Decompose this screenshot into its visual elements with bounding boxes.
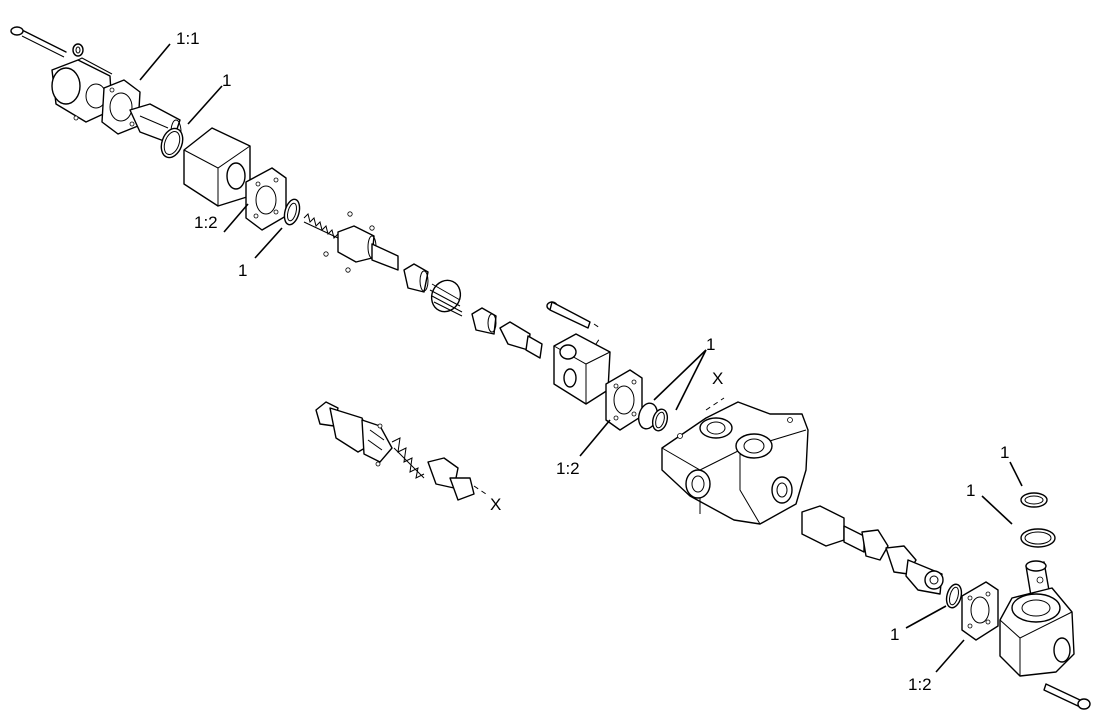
gasket-1-1 (101, 79, 141, 135)
o-ring-middle (283, 198, 301, 226)
gasket-1-2-upper (245, 167, 287, 231)
gasket-1-2-middle (605, 369, 643, 431)
gasket-1-2-lower (961, 581, 999, 641)
spring-seat-lower (471, 307, 497, 335)
o-ring-upper (160, 127, 184, 159)
small-bolt-middle (546, 301, 601, 329)
cartridge-spring (391, 437, 425, 479)
long-bolt-top-left (10, 26, 67, 58)
leader-lines (139, 43, 1023, 673)
callout-1-1-top: 1:1 (176, 29, 200, 48)
small-spring (303, 213, 339, 239)
bolt-bottom-right (1043, 683, 1091, 710)
callout-1-lower-oring: 1 (890, 625, 899, 644)
callout-1-2-middle: 1:2 (556, 459, 580, 478)
relief-cartridge (315, 401, 393, 467)
callout-1-middle-orings: 1 (706, 335, 715, 354)
small-washer (72, 43, 84, 57)
cartridge-poppet (427, 457, 487, 501)
callout-1-2-upper: 1:2 (194, 213, 218, 232)
callout-1-2-lower: 1:2 (908, 675, 932, 694)
callout-x-valve-body: X (712, 369, 723, 388)
callout-1-top: 1 (222, 71, 231, 90)
solenoid-block (183, 127, 251, 207)
spring-seat-upper (403, 263, 429, 293)
callout-x-cartridge: X (490, 495, 501, 514)
spool-piece (323, 211, 399, 273)
callouts: 1:1 1 1:2 1 1:2 1 X X 1 1 1 1:2 (176, 29, 1009, 694)
main-spool (801, 505, 944, 595)
o-ring-lower (945, 583, 963, 609)
adapter-block (553, 333, 611, 405)
lever-housing (999, 560, 1075, 677)
callout-1-right-oring-top: 1 (1000, 443, 1009, 462)
large-spring-upper (429, 279, 463, 317)
callout-1-upper-oring: 1 (238, 261, 247, 280)
end-cap-housing (51, 57, 113, 123)
o-rings-middle-pair (637, 402, 669, 432)
plunger (499, 321, 543, 359)
main-valve-body (661, 397, 809, 525)
o-rings-right-pair (1020, 492, 1056, 548)
callout-1-right-oring-bottom: 1 (966, 481, 975, 500)
